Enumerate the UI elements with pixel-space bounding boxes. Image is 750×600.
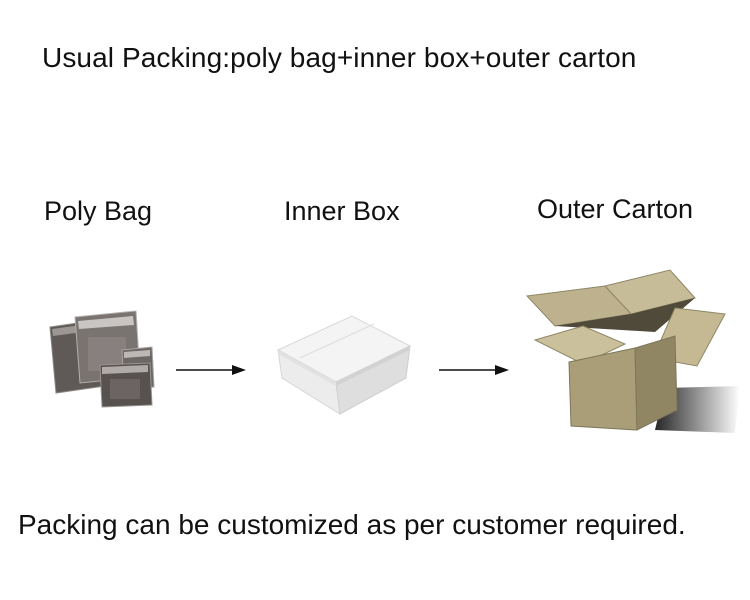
outer-carton-icon [525,269,740,433]
poly-bag-label: Poly Bag [44,196,153,226]
page-title: Usual Packing:poly bag+inner box+outer c… [42,42,637,73]
inner-box-icon [276,315,412,415]
poly-bag-icon [49,310,155,408]
arrow-right-icon [439,363,509,375]
inner-box-label: Inner Box [284,196,400,226]
arrow-right-icon [176,363,246,375]
packing-note: Packing can be customized as per custome… [18,509,686,540]
outer-carton-label: Outer Carton [537,194,694,224]
